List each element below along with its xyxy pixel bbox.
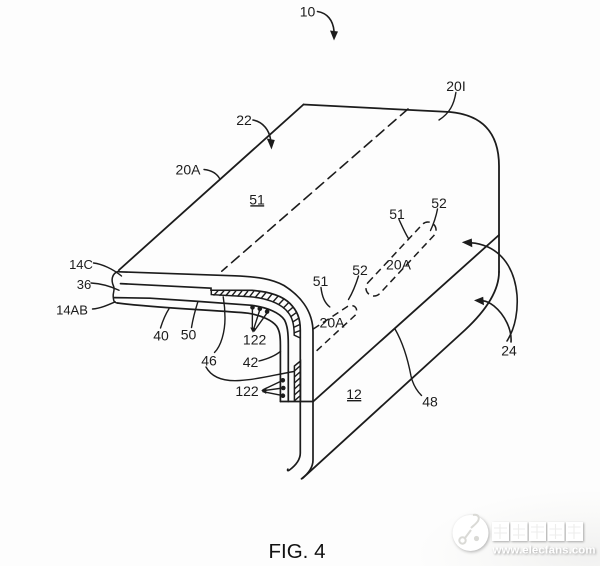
svg-text:40: 40	[153, 328, 169, 344]
svg-text:12: 12	[346, 386, 362, 402]
svg-text:22: 22	[236, 112, 252, 128]
svg-text:36: 36	[77, 277, 91, 292]
svg-text:52: 52	[431, 195, 447, 211]
svg-text:20A: 20A	[320, 315, 346, 331]
svg-text:48: 48	[422, 394, 438, 410]
svg-text:52: 52	[352, 262, 368, 278]
svg-text:www.elecfans.com: www.elecfans.com	[492, 545, 596, 557]
svg-text:42: 42	[243, 354, 259, 370]
svg-text:51: 51	[249, 192, 265, 208]
svg-text:50: 50	[181, 327, 197, 343]
svg-text:122: 122	[235, 383, 259, 399]
svg-text:20I: 20I	[446, 78, 465, 94]
svg-text:14C: 14C	[69, 257, 93, 272]
svg-text:FIG. 4: FIG. 4	[269, 540, 326, 563]
svg-text:51: 51	[389, 206, 405, 222]
svg-text:20A: 20A	[176, 162, 202, 178]
svg-text:20A: 20A	[386, 257, 412, 273]
svg-text:24: 24	[501, 343, 517, 359]
svg-text:10: 10	[300, 4, 316, 20]
svg-text:14AB: 14AB	[56, 303, 88, 318]
svg-text:122: 122	[243, 332, 267, 348]
svg-text:51: 51	[313, 273, 329, 289]
svg-text:46: 46	[201, 353, 217, 369]
